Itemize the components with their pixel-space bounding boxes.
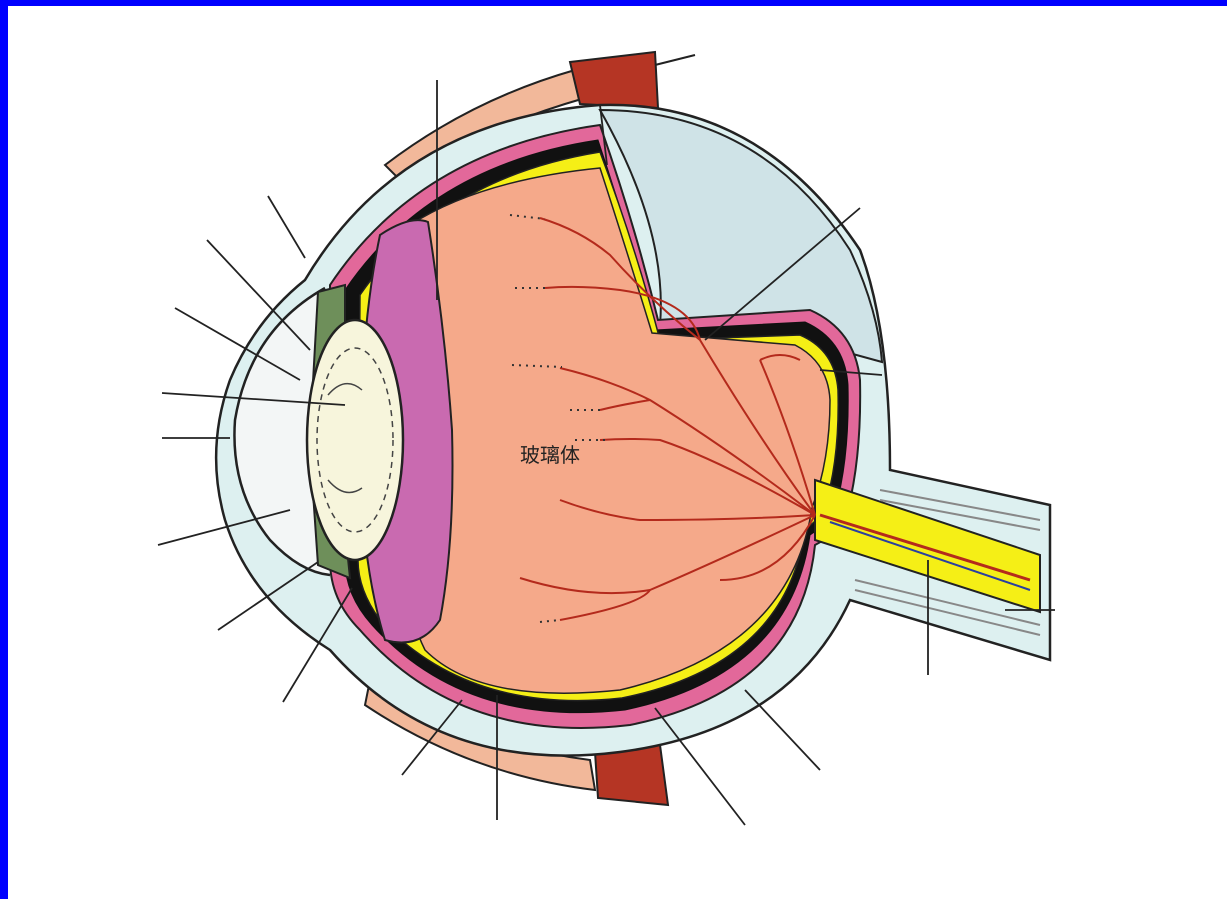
vitreous-body-label: 玻璃体 [520,443,580,467]
lens [307,320,403,560]
